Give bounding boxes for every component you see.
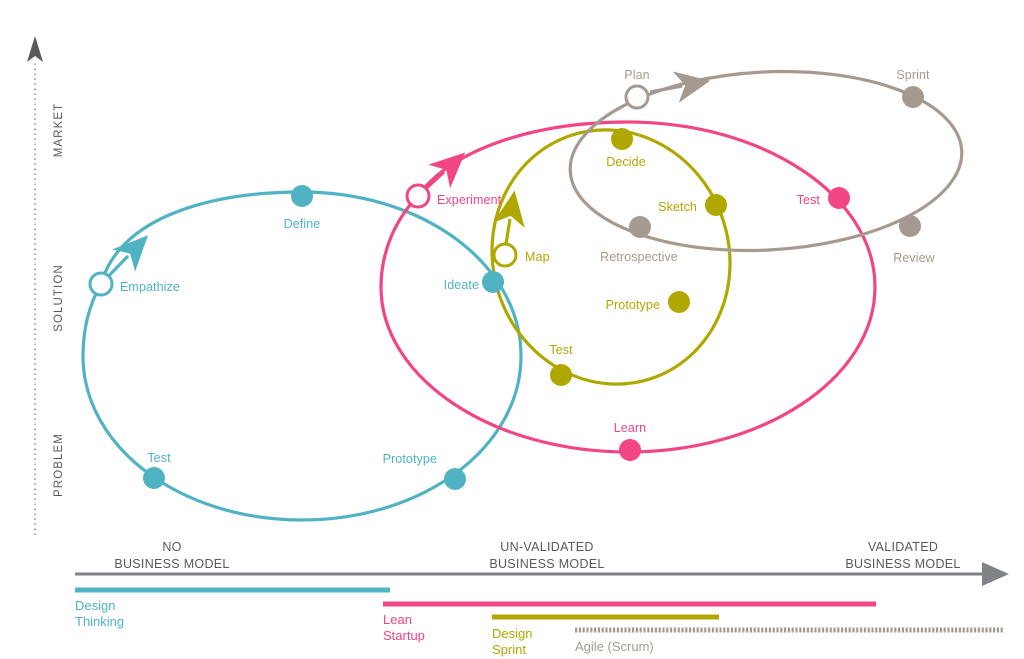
design-sprint-start-arrow (493, 190, 525, 245)
design-thinking-legend-line1: Design (75, 598, 115, 613)
agile-scrum-cycle[interactable] (566, 62, 967, 260)
node-label: Review (893, 251, 935, 265)
node-label: Learn (614, 421, 646, 435)
node-marker-filled[interactable] (619, 439, 641, 461)
design-sprint-cycle[interactable] (459, 99, 763, 415)
agile-scrum-start-arrow (649, 71, 711, 103)
node-label: Empathize (120, 280, 180, 294)
node-marker-filled[interactable] (143, 467, 165, 489)
node-marker-filled[interactable] (828, 187, 850, 209)
node-label: Sprint (896, 68, 930, 82)
agile-scrum-node-retrospective[interactable]: Retrospective (600, 216, 678, 264)
design-thinking-node-prototype[interactable]: Prototype (383, 452, 466, 490)
design-thinking-legend-line2: Thinking (75, 614, 124, 629)
design-thinking-node-ideate[interactable]: Ideate (444, 271, 504, 293)
design-sprint-node-test[interactable]: Test (549, 343, 573, 386)
agile-scrum-legend-line1: Agile (Scrum) (575, 639, 654, 654)
node-marker-filled[interactable] (629, 216, 651, 238)
node-label: Prototype (383, 452, 437, 466)
phase-label-no-bm-line1: NO (162, 540, 181, 554)
node-label: Plan (624, 68, 649, 82)
lean-startup-node-test[interactable]: Test (797, 187, 850, 209)
design-sprint-node-decide[interactable]: Decide (606, 128, 646, 169)
lean-startup-node-learn[interactable]: Learn (614, 421, 646, 461)
node-marker-filled[interactable] (668, 291, 690, 313)
design-sprint-legend-line1: Design (492, 626, 532, 641)
node-marker-filled[interactable] (611, 128, 633, 150)
phase-label-validated-bm-line2: BUSINESS MODEL (845, 557, 960, 571)
node-marker-filled[interactable] (899, 215, 921, 237)
phase-label-unvalidated-bm-line1: UN-VALIDATED (500, 540, 593, 554)
design-sprint-node-prototype[interactable]: Prototype (606, 291, 690, 313)
node-label: Ideate (444, 278, 479, 292)
node-label: Retrospective (600, 250, 678, 264)
node-label: Prototype (606, 298, 660, 312)
axis-label-problem: PROBLEM (53, 433, 65, 497)
node-marker-filled[interactable] (291, 185, 313, 207)
node-marker-open[interactable] (405, 183, 431, 209)
agile-scrum-node-sprint[interactable]: Sprint (896, 68, 930, 108)
node-label: Define (284, 217, 321, 231)
node-label: Decide (606, 155, 646, 169)
lean-startup-legend-line1: Lean (383, 612, 412, 627)
cycle-nodes-layer: EmpathizeDefineIdeatePrototypeTestExperi… (88, 68, 936, 490)
node-label: Sketch (658, 200, 697, 214)
node-label: Test (797, 193, 821, 207)
agile-scrum-start-arrow-group (649, 71, 711, 103)
node-label: Test (147, 451, 171, 465)
design-thinking-node-test[interactable]: Test (143, 451, 171, 489)
lean-startup-loop (379, 120, 877, 454)
design-sprint-start-arrow-group (493, 190, 525, 245)
node-label: Test (549, 343, 573, 357)
design-thinking-node-define[interactable]: Define (284, 185, 321, 231)
maturity-axis: MARKET SOLUTION PROBLEM (27, 36, 65, 535)
agile-scrum-node-plan[interactable]: Plan (624, 68, 650, 110)
lean-startup-node-experiment[interactable]: Experiment (405, 183, 502, 209)
design-sprint-node-sketch[interactable]: Sketch (658, 194, 727, 216)
node-marker-open[interactable] (88, 271, 114, 297)
node-marker-filled[interactable] (550, 364, 572, 386)
lean-startup-legend-line2: Startup (383, 628, 425, 643)
axis-label-solution: SOLUTION (53, 264, 65, 332)
design-sprint-legend-line2: Sprint (492, 642, 526, 657)
node-marker-filled[interactable] (902, 86, 924, 108)
design-thinking-loop (81, 190, 523, 522)
design-thinking-node-empathize[interactable]: Empathize (88, 271, 180, 297)
design-sprint-node-map[interactable]: Map (492, 242, 550, 268)
node-marker-filled[interactable] (444, 468, 466, 490)
node-label: Experiment (437, 193, 502, 207)
phase-label-unvalidated-bm-line2: BUSINESS MODEL (489, 557, 604, 571)
phase-label-no-bm-line2: BUSINESS MODEL (114, 557, 229, 571)
axis-label-market: MARKET (53, 103, 65, 158)
business-model-axis: NO BUSINESS MODEL UN-VALIDATED BUSINESS … (75, 540, 1009, 586)
node-label: Map (525, 250, 550, 264)
node-marker-open[interactable] (624, 84, 650, 110)
agile-scrum-loop (568, 69, 964, 253)
node-marker-open[interactable] (492, 242, 518, 268)
design-sprint-loop (490, 128, 732, 386)
phase-label-validated-bm-line1: VALIDATED (868, 540, 938, 554)
node-marker-filled[interactable] (705, 194, 727, 216)
node-marker-filled[interactable] (482, 271, 504, 293)
maturity-axis-arrow (27, 36, 43, 62)
agile-scrum-node-review[interactable]: Review (893, 215, 936, 265)
